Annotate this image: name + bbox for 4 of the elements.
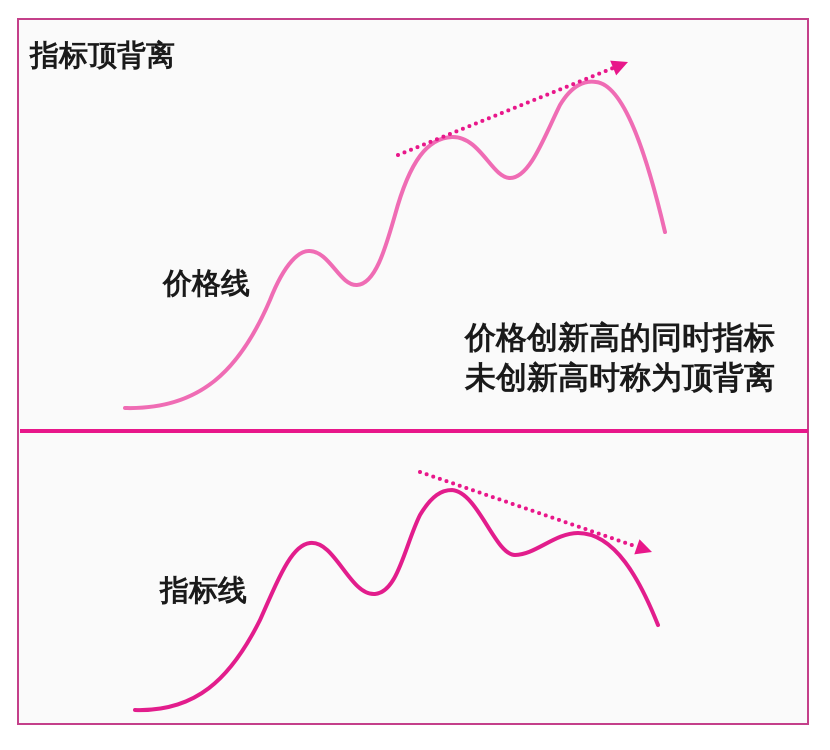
note-text: 价格创新高的同时指标未创新高时称为顶背离 bbox=[465, 319, 776, 398]
curve-label: 指标线 bbox=[160, 572, 247, 609]
diagram-title: 指标顶背离 bbox=[30, 37, 175, 74]
curve-label: 价格线 bbox=[163, 265, 250, 302]
